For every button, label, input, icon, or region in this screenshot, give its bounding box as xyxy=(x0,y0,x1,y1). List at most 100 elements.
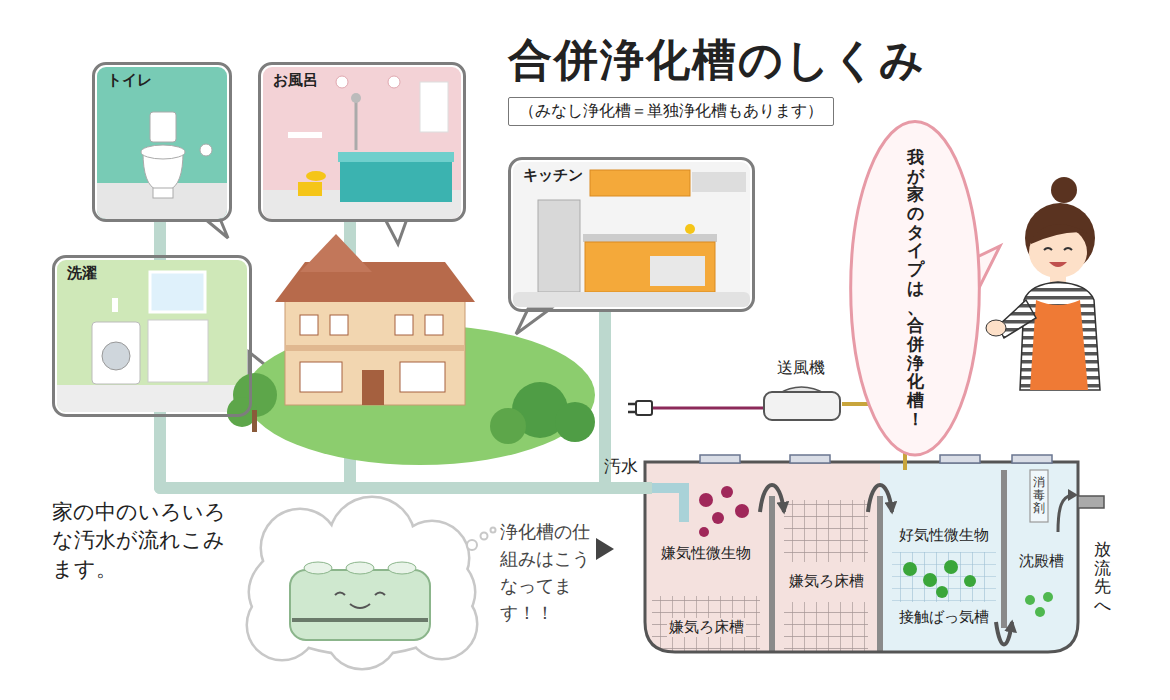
woman-figure-part xyxy=(1030,300,1088,390)
drain-pipe xyxy=(605,312,652,488)
anaerobic-microbes-part xyxy=(699,527,709,537)
kitchen-picture-part xyxy=(513,162,750,307)
tank-walls xyxy=(769,470,1007,652)
thought-cloud-part xyxy=(248,498,476,668)
settled-particles xyxy=(1025,592,1053,617)
laundry-picture-part xyxy=(57,260,247,412)
outlet-pipe xyxy=(1078,496,1104,508)
tank-fill-part xyxy=(784,602,868,652)
note-box: （みなし浄化槽＝単独浄化槽もあります） xyxy=(508,97,834,126)
thought-cloud xyxy=(248,498,496,668)
toilet-picture-part xyxy=(150,112,176,142)
tank-fill xyxy=(645,462,1078,652)
part-label-holder: 消毒剤 xyxy=(1033,476,1045,516)
settled-particles-part xyxy=(1043,592,1053,602)
tank-fill-part xyxy=(892,552,996,602)
tank-fill-part xyxy=(784,500,868,562)
node-text: 接触ばっ気槽 xyxy=(897,608,991,628)
house-scene-part xyxy=(555,402,595,442)
blower-shape-part xyxy=(652,407,764,410)
diagram-title: 合併浄化槽のしくみ xyxy=(508,34,926,87)
disinfectant-box xyxy=(1030,470,1048,522)
settled-particles-part xyxy=(1035,607,1045,617)
kitchen-picture-part xyxy=(583,234,717,242)
kitchen-picture-part xyxy=(650,256,705,286)
woman-figure-part xyxy=(1051,177,1077,203)
part-label: 消毒剤 xyxy=(1033,476,1045,516)
toilet-picture xyxy=(97,67,227,219)
thought-cloud-part xyxy=(346,562,374,574)
toilet-picture-part xyxy=(97,67,227,219)
laundry-picture-part xyxy=(112,298,118,312)
thought-cloud-part xyxy=(248,498,476,668)
bath-picture-part xyxy=(263,67,461,219)
house-scene-part xyxy=(252,410,257,432)
outlet-label-holder: 放流先へ xyxy=(1094,540,1111,615)
thought-cloud-part xyxy=(481,533,488,540)
kitchen-picture-part xyxy=(538,200,580,292)
anaerobic-microbes-part xyxy=(699,493,713,507)
room-bubble: 洗濯 xyxy=(52,255,252,417)
kitchen-picture-part xyxy=(513,292,750,307)
tank-chamber: 嫌気性微生物嫌気ろ床槽 xyxy=(652,470,760,646)
toilet-picture-part xyxy=(200,144,212,156)
manhole-covers-part xyxy=(1012,455,1052,463)
laundry-picture-part xyxy=(57,385,247,395)
tank-fill-part xyxy=(880,462,1078,652)
thought-cloud-part xyxy=(388,562,416,574)
thought-cloud-part xyxy=(304,562,332,574)
laundry-picture-part xyxy=(57,385,247,412)
bath-picture-part xyxy=(351,93,361,103)
anaerobic-microbes-part xyxy=(721,486,733,498)
thought-cloud-part xyxy=(491,528,496,533)
node-text: 嫌気ろ床槽 xyxy=(787,572,866,592)
speech-bubble: 我が家のタイプは、合併浄化槽！ xyxy=(848,118,982,458)
toilet-picture-part xyxy=(153,188,173,198)
blower-shape-part xyxy=(628,404,636,412)
house-scene-part xyxy=(285,300,465,405)
house-scene-part-part xyxy=(300,362,342,392)
laundry-picture-part xyxy=(148,320,208,382)
house-scene xyxy=(227,234,595,465)
node-text: 洗濯 xyxy=(65,264,99,284)
bath-picture-part xyxy=(338,152,454,162)
flow-arrow xyxy=(760,485,784,512)
manhole-covers-part xyxy=(940,455,980,463)
bubble-outline-shape xyxy=(851,121,980,455)
house-scene-part-part xyxy=(300,315,318,335)
laundry-picture-part xyxy=(102,342,130,370)
node-text: お風呂 xyxy=(271,71,320,91)
node-text: 送風機 xyxy=(777,358,825,379)
room-bubble: トイレ xyxy=(92,62,232,222)
bath-picture-part xyxy=(340,158,452,202)
house-scene-part-part xyxy=(330,315,348,335)
node-text: 我が家のタイプは、合併浄化槽！ xyxy=(907,148,924,428)
outlet-label: 放流先へ xyxy=(1094,540,1111,615)
toilet-picture-part xyxy=(97,183,227,219)
house-scene-part-part xyxy=(400,362,445,392)
aerobic-microbes-part xyxy=(964,575,976,587)
tank-outline xyxy=(645,462,1078,652)
note-text-holder: 家の中のいろいろな汚水が流れこみます。 xyxy=(52,498,237,583)
kitchen-picture-part xyxy=(585,242,715,292)
blower-shape-part xyxy=(764,392,840,420)
laundry-picture xyxy=(57,260,247,412)
thought-cloud-part xyxy=(467,540,477,550)
diagram-title-holder: 合併浄化槽のしくみ xyxy=(508,34,926,87)
note-text-holder: 浄化槽の仕組みはこうなってます！！ xyxy=(500,518,592,626)
house-scene-part-part xyxy=(425,315,443,335)
aerobic-microbes-part xyxy=(944,560,958,574)
aerobic-microbes-part xyxy=(903,562,917,576)
tank-chamber: 嫌気ろ床槽 xyxy=(784,470,868,646)
aerobic-microbes-part xyxy=(936,586,948,598)
kitchen-picture-part xyxy=(590,170,690,196)
bath-picture-part xyxy=(288,132,322,138)
bath-picture-part xyxy=(355,96,358,150)
inlet-label-holder: 汚水 xyxy=(604,455,638,477)
tank-walls-part xyxy=(1001,470,1007,628)
tank-fill-part xyxy=(652,596,760,652)
node-text: 嫌気ろ床槽 xyxy=(667,618,746,638)
node-text: 嫌気性微生物 xyxy=(659,544,753,564)
tank-walls-part xyxy=(877,496,883,652)
